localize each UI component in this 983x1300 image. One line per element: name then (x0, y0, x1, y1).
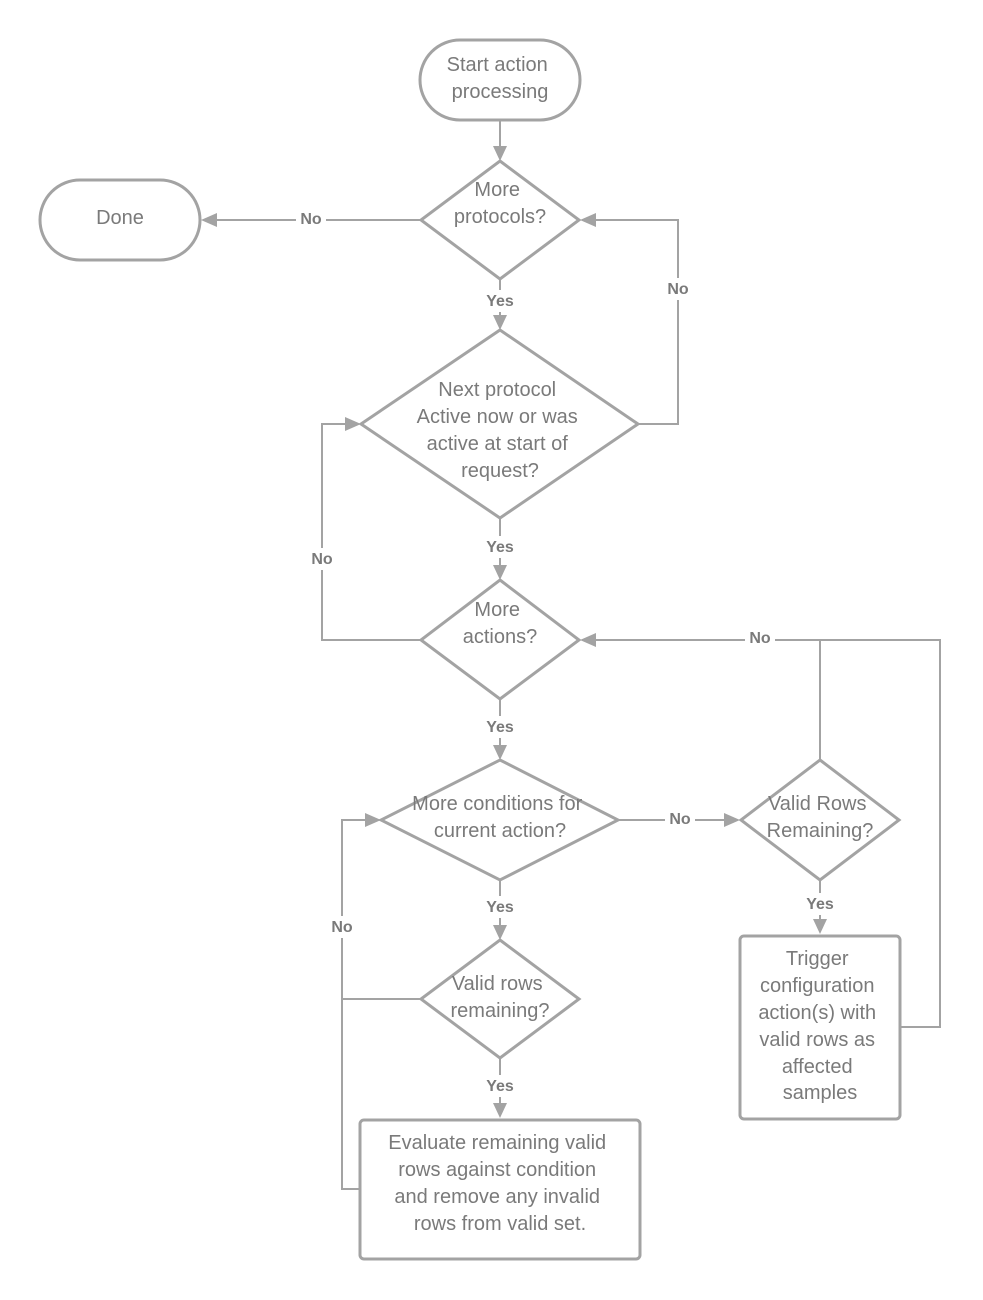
edge-label-valid-upper-no: No (749, 630, 771, 647)
edge-evaluate-to-more-conditions (341, 999, 360, 1190)
more-conditions-label-line: More conditions for (412, 793, 582, 815)
trigger-label-line: valid rows as (759, 1029, 875, 1051)
edge-next-protocol-to-more-protocols (594, 219, 679, 425)
start-node (418, 38, 582, 122)
arrowhead (580, 633, 596, 647)
edge-more-actions-to-next-protocol (321, 423, 421, 641)
valid-rows-upper-label: Valid Rows Remaining? (767, 793, 874, 842)
next-protocol-label: Next protocol Active now or was active a… (417, 379, 584, 482)
arrowhead (345, 417, 361, 431)
edge-label-protocols-yes: Yes (486, 293, 514, 310)
trigger-label-line: configuration (760, 975, 875, 997)
edge-valid-rows-lower-to-more-conditions (341, 819, 421, 1000)
arrowhead (493, 925, 507, 940)
edge-label-valid-upper-yes: Yes (806, 896, 834, 913)
more-actions-decision (418, 578, 582, 701)
edge-label-bg (665, 808, 695, 830)
arrowhead (813, 919, 827, 934)
edge-label-bg (307, 548, 337, 570)
valid-rows-lower-label-line: Valid rows (452, 973, 543, 995)
done-node (38, 178, 202, 262)
valid-rows-lower-decision (418, 938, 582, 1060)
start-label-line: Start action (447, 54, 548, 76)
edge-label-bg (745, 627, 775, 649)
edge-label-bg (802, 893, 838, 915)
next-protocol-label-line: Active now or was (417, 406, 578, 428)
trigger-label: Trigger configuration action(s) with val… (758, 948, 881, 1104)
next-protocol-label-line: Next protocol (438, 379, 556, 401)
nodes (38, 38, 902, 1261)
done-label-line: Done (96, 207, 144, 229)
trigger-label-line: Trigger (786, 948, 849, 970)
edge-label-next-protocol-yes: Yes (486, 539, 514, 556)
edge-valid-rows-upper-to-more-actions (594, 639, 821, 760)
edge-label-valid-lower-yes: Yes (486, 1078, 514, 1095)
edge-label-bg (482, 290, 518, 312)
start-label-line: processing (452, 81, 549, 103)
evaluate-process (358, 1118, 642, 1261)
edge-label-actions-no: No (311, 551, 333, 568)
node-labels: Start action processing Done More protoc… (96, 54, 881, 1235)
arrowhead (493, 745, 507, 760)
arrowhead (201, 213, 217, 227)
arrowhead (580, 213, 596, 227)
more-protocols-label-line: protocols? (454, 206, 546, 228)
edge-label-bg (482, 896, 518, 918)
arrowhead (493, 1103, 507, 1118)
more-protocols-label-line: More (474, 179, 520, 201)
trigger-label-line: action(s) with (758, 1002, 876, 1024)
edge-label-bg (482, 1075, 518, 1097)
edge-labels: No Yes No Yes No Yes No Yes No Yes No Ye… (296, 208, 838, 1097)
more-conditions-label: More conditions for current action? (412, 793, 588, 842)
edge-label-valid-lower-no: No (331, 919, 353, 936)
trigger-process (738, 934, 902, 1121)
next-protocol-decision (358, 328, 641, 520)
edge-label-bg (482, 536, 518, 558)
edge-label-protocols-no: No (300, 211, 322, 228)
evaluate-label-line: rows against condition (398, 1159, 596, 1181)
edge-label-bg (327, 916, 357, 938)
next-protocol-label-line: active at start of (427, 433, 569, 455)
trigger-label-line: samples (783, 1082, 857, 1104)
edge-label-bg (663, 278, 693, 300)
evaluate-label-line: Evaluate remaining valid (388, 1132, 606, 1154)
edge-label-next-protocol-no: No (667, 281, 689, 298)
valid-rows-upper-decision (738, 758, 902, 882)
arrowhead (493, 146, 507, 161)
arrowhead (493, 315, 507, 330)
evaluate-label-line: and remove any invalid (394, 1186, 600, 1208)
more-actions-label: More actions? (463, 599, 538, 648)
valid-rows-lower-label: Valid rows remaining? (451, 973, 550, 1022)
evaluate-label: Evaluate remaining valid rows against co… (388, 1132, 611, 1235)
trigger-label-line: affected (782, 1056, 853, 1078)
arrowhead (365, 813, 381, 827)
edge-label-bg (296, 208, 326, 230)
start-label: Start action processing (447, 54, 554, 103)
more-actions-label-line: More (474, 599, 520, 621)
more-protocols-label: More protocols? (454, 179, 546, 228)
next-protocol-label-line: request? (461, 460, 539, 482)
edge-label-conditions-no: No (669, 811, 691, 828)
edge-label-conditions-yes: Yes (486, 899, 514, 916)
arrowhead (724, 813, 740, 827)
evaluate-label-line: rows from valid set. (414, 1213, 586, 1235)
more-conditions-decision (377, 758, 622, 882)
more-protocols-decision (418, 159, 582, 281)
valid-rows-lower-label-line: remaining? (451, 1000, 550, 1022)
valid-rows-upper-label-line: Valid Rows (768, 793, 867, 815)
edge-label-actions-yes: Yes (486, 719, 514, 736)
more-conditions-label-line: current action? (434, 820, 566, 842)
edge-trigger-to-more-actions (820, 639, 941, 1028)
done-label: Done (96, 207, 144, 229)
valid-rows-upper-label-line: Remaining? (767, 820, 874, 842)
edge-label-bg (482, 716, 518, 738)
arrowhead (493, 565, 507, 580)
more-actions-label-line: actions? (463, 626, 538, 648)
